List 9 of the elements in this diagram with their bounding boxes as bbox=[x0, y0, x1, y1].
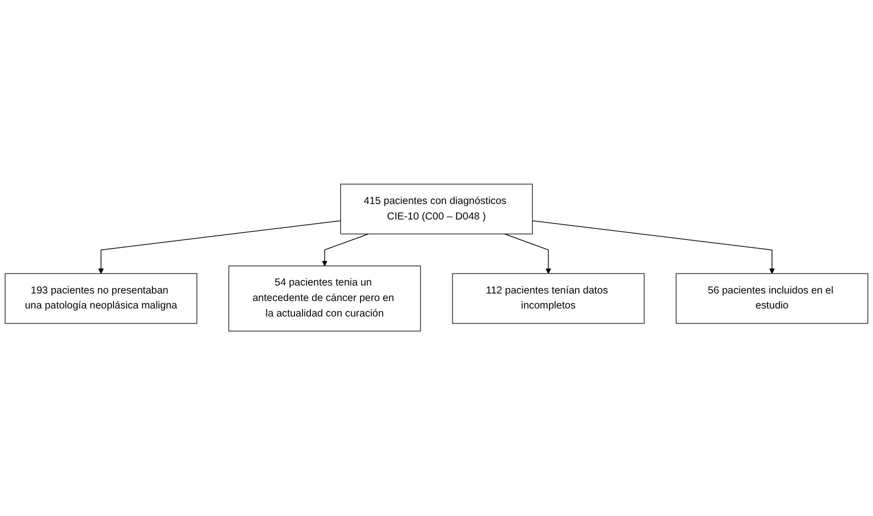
node-box: 112 pacientes tenían datos incompletos bbox=[452, 274, 644, 324]
arrow bbox=[532, 220, 775, 274]
node-box: 54 pacientes tenia un antecedente de cáncer pero en la actualidad con curación bbox=[228, 266, 421, 332]
arrow bbox=[322, 234, 369, 267]
node-box: 415 pacientes con diagnósticos CIE-10 (C00 – D048 ) bbox=[340, 184, 533, 235]
node-box: 193 pacientes no presentaban una patología neoplásica maligna bbox=[4, 274, 198, 324]
arrow bbox=[504, 234, 552, 274]
arrow bbox=[98, 220, 342, 274]
node-box: 56 pacientes incluidos en el estudio bbox=[676, 274, 868, 324]
